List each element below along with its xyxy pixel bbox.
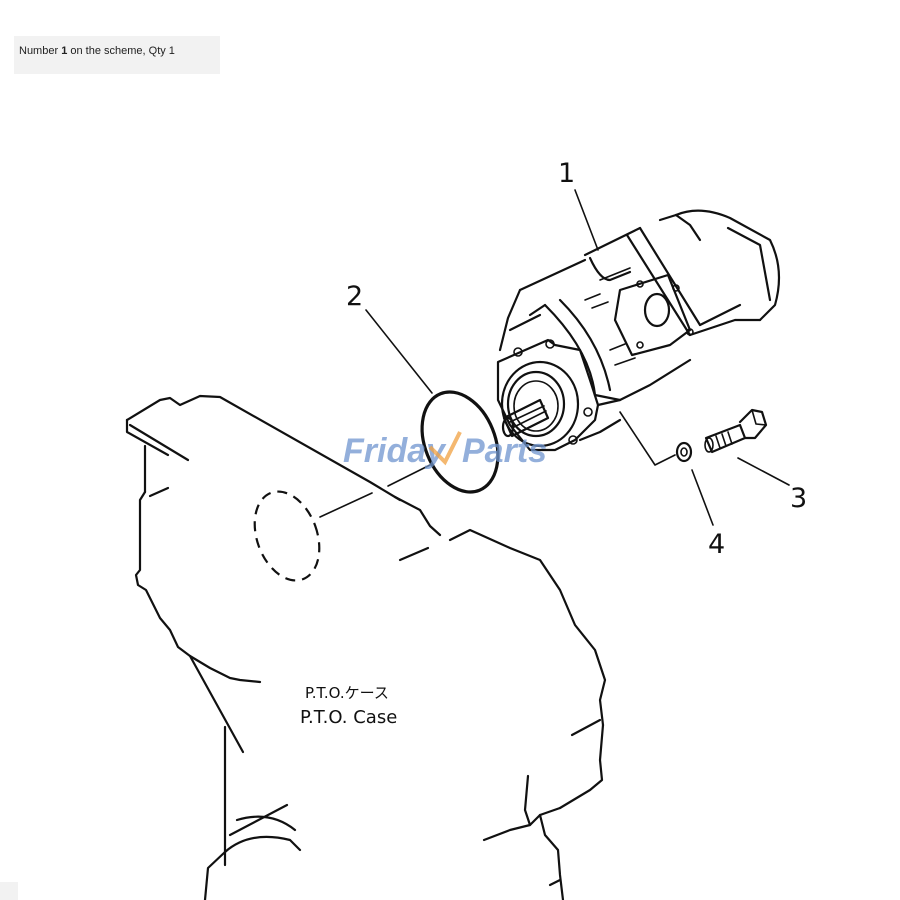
hydraulic-pump-part	[496, 209, 781, 452]
case-label-japanese: P.T.O.ケース	[305, 684, 389, 702]
caption-suffix: on the scheme, Qty 1	[67, 45, 175, 57]
bolt-part	[704, 408, 768, 454]
leader-line-3	[737, 457, 790, 486]
callout-4: 4	[708, 529, 725, 560]
watermark-text-left: Friday	[343, 432, 447, 470]
callout-3: 3	[790, 483, 807, 514]
callout-2: 2	[346, 281, 363, 312]
washer-guide-line	[619, 411, 676, 466]
fridayparts-watermark: Friday Parts	[343, 431, 547, 470]
leader-line-2	[365, 309, 433, 394]
washer-hole	[680, 447, 688, 457]
leader-line-1	[574, 189, 599, 251]
caption-number: 1	[61, 45, 68, 57]
o-ring-part	[420, 390, 500, 494]
case-port-dashed	[253, 490, 321, 582]
watermark-check-icon	[428, 431, 462, 466]
pto-case-outline	[125, 394, 607, 900]
watermark-text-right: Parts	[462, 432, 547, 470]
case-label-english: P.T.O. Case	[300, 707, 397, 728]
washer-part	[675, 441, 693, 463]
caption-prefix: Number	[19, 45, 62, 57]
centerline-b	[387, 464, 431, 487]
leader-line-4	[691, 469, 714, 526]
callout-1: 1	[558, 158, 575, 189]
scheme-caption: Number 1 on the scheme, Qty 1	[14, 36, 220, 74]
centerline-a	[319, 492, 373, 518]
corner-tab	[0, 882, 18, 900]
